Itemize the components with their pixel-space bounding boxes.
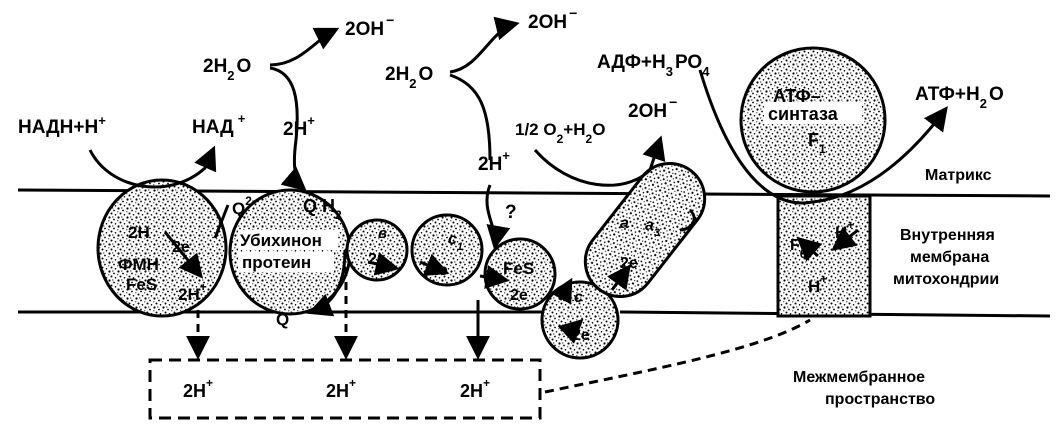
cyt-c1-label: c1	[448, 231, 463, 253]
proton-q-label: 2Н+	[283, 113, 315, 140]
intermembrane-label-1: Межмембранное	[793, 369, 925, 386]
hydroxide-1-label: 2ОН−	[345, 12, 394, 40]
nad-label: НАД+	[192, 111, 246, 138]
ims-proton-3: 2Н+	[460, 376, 490, 401]
cyt-c-2e-label: 2е	[572, 327, 590, 344]
reaction-arrows	[88, 16, 948, 344]
cyt-b-2e-label: 2е	[368, 251, 386, 268]
cyt-a-label: a	[620, 215, 629, 232]
complex-i	[96, 178, 228, 318]
cyt-a3-label: a3	[645, 217, 660, 239]
label-backgrounds	[238, 102, 862, 272]
f0-label: F0	[790, 237, 807, 261]
atp-synthase-label-3: F1	[808, 130, 826, 156]
cyt-a-2e-label: 2е	[620, 255, 638, 272]
q2-label: Q2−	[232, 194, 259, 218]
ims-proton-2: 2Н+	[326, 376, 356, 401]
atp-synthase-label-2: синтаза	[768, 104, 839, 124]
fes-2-2e-label: 2е	[510, 287, 528, 304]
nadh-label: НАДН+Н+	[18, 113, 106, 138]
q-bottom-label: Q	[276, 310, 289, 329]
atp-synthase-label-1: АТФ–	[773, 86, 821, 106]
cyt-c-label: c	[574, 289, 583, 306]
hydroxide-3-label: 2ОН−	[628, 94, 677, 122]
question-label: ?	[505, 202, 517, 223]
cytochrome-b	[345, 218, 409, 282]
c1-2h-plus-label: 2Н+	[178, 280, 207, 304]
fes-2-label: FeS	[503, 259, 534, 278]
intermembrane-box	[148, 358, 542, 420]
ubiquinone-label-2: протеин	[242, 253, 311, 272]
hydroxide-2-label: 2ОН−	[528, 5, 577, 33]
inner-membrane-label-3: митохондрии	[893, 271, 999, 288]
c1-fes-label: FeS	[126, 275, 157, 294]
qh2-label: Q H2	[303, 196, 342, 222]
c1-2e-label: 2е	[172, 239, 190, 256]
f0-h-top-label: Н+	[835, 218, 854, 242]
c1-2h-label: 2Н	[128, 223, 150, 242]
f0-h-bottom-label: Н+	[808, 272, 827, 296]
ubiquinone-label-1: Убихинон	[240, 231, 322, 250]
ims-proton-1: 2Н+	[183, 376, 213, 401]
cyt-b-label: в	[378, 225, 387, 242]
proton-arrows	[186, 268, 811, 394]
matrix-label: Матрикс	[925, 167, 992, 184]
proton-c-label: 2Н+	[478, 148, 510, 175]
cytochrome-oxidase	[583, 161, 707, 299]
cyt-c1-2e-label: 2е	[430, 262, 448, 279]
intermembrane-label-2: пространство	[825, 391, 935, 408]
c1-fmn-label: ФМН	[118, 255, 159, 274]
oxygen-label: 1/2 О2+Н2О	[515, 120, 605, 146]
f0-arrows	[796, 226, 859, 262]
inner-membrane-label-1: Внутренняя	[900, 227, 995, 244]
inner-membrane-label-2: мембрана	[910, 249, 989, 266]
f0-channel	[776, 194, 872, 318]
